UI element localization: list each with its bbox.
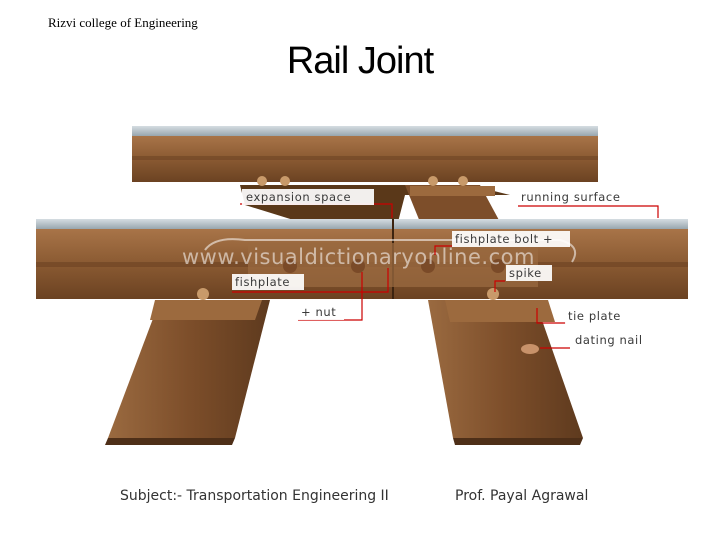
college-name: Rizvi college of Engineering <box>48 15 198 30</box>
dating-nail-head <box>521 344 539 354</box>
subject-text: Subject:- Transportation Engineering II <box>120 488 389 504</box>
label-running-surface: running surface <box>518 189 640 205</box>
label-fishplate-bolt: fishplate bolt + <box>452 231 570 247</box>
fishplate-bolt <box>421 259 435 273</box>
watermark: www.visualdictionaryonline.com <box>182 245 535 269</box>
label-tie-plate: tie plate <box>565 308 633 324</box>
label-fishplate: fishplate <box>232 274 304 290</box>
svg-text:dating nail: dating nail <box>575 333 643 347</box>
svg-text:spike: spike <box>509 266 542 280</box>
svg-text:+ nut: + nut <box>301 305 336 319</box>
fishplate-bolt <box>351 259 365 273</box>
fishplate-bolt <box>491 259 505 273</box>
svg-text:tie plate: tie plate <box>568 309 621 323</box>
sleeper-right <box>428 300 583 445</box>
svg-text:fishplate bolt +: fishplate bolt + <box>455 232 553 246</box>
fishplate-bolt <box>283 259 297 273</box>
label-spike: spike <box>506 265 552 281</box>
label-dating-nail: dating nail <box>572 332 658 348</box>
slide-title: Rail Joint <box>286 40 434 82</box>
sleeper-left <box>105 300 270 445</box>
tie-plate-left <box>150 288 262 320</box>
back-rail <box>132 126 598 222</box>
label-expansion-space: expansion space <box>242 189 374 205</box>
svg-text:running surface: running surface <box>521 190 621 204</box>
svg-text:expansion space: expansion space <box>246 190 351 204</box>
professor-name: Prof. Payal Agrawal <box>455 488 589 504</box>
svg-text:fishplate: fishplate <box>235 275 290 289</box>
tie-plate-right <box>445 288 555 322</box>
label-nut: + nut <box>298 304 344 320</box>
